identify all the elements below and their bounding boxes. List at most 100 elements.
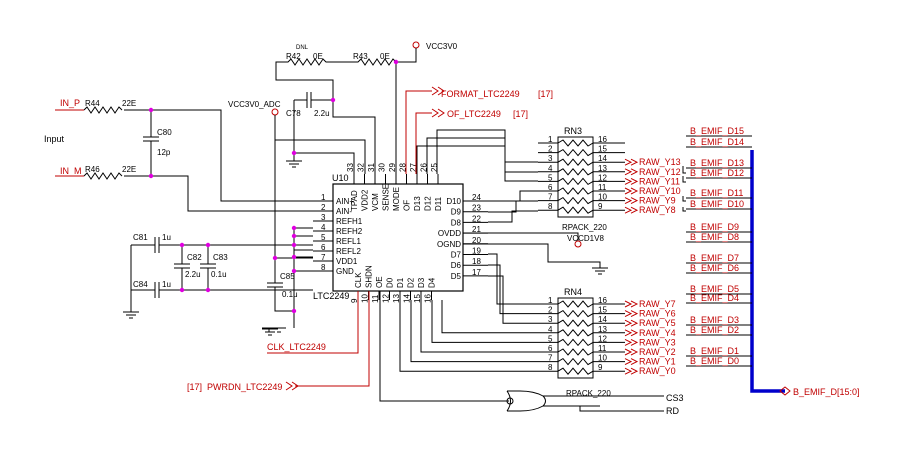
wire-format bbox=[405, 90, 432, 174]
pin-number: 25 bbox=[430, 163, 439, 172]
pin-name: D1 bbox=[396, 277, 405, 288]
pin-number: 6 bbox=[548, 344, 553, 353]
junction-dot bbox=[291, 225, 297, 231]
pin-number: 26 bbox=[420, 163, 429, 172]
pin-name: VDD2 bbox=[361, 189, 370, 211]
pin-number: 13 bbox=[392, 294, 401, 303]
resistor-icon bbox=[557, 357, 594, 366]
pin-number: 6 bbox=[548, 183, 553, 192]
pin-number: 17 bbox=[472, 268, 481, 277]
pin-number: 16 bbox=[424, 294, 433, 303]
pin-name: D7 bbox=[451, 251, 462, 260]
port-arrow-icon bbox=[624, 319, 639, 327]
pin-number: 15 bbox=[598, 306, 607, 315]
wire bbox=[488, 200, 538, 213]
port-arrow-icon bbox=[624, 338, 639, 346]
net-cs3: CS3 bbox=[666, 393, 684, 403]
pin-number: 16 bbox=[598, 135, 607, 144]
pin-name: D13 bbox=[413, 196, 422, 211]
rn3-ref: RN3 bbox=[564, 126, 582, 136]
wire bbox=[416, 145, 538, 182]
pin-number: 14 bbox=[403, 294, 412, 303]
pin-number: 5 bbox=[548, 334, 553, 343]
c84-value: 1u bbox=[162, 280, 171, 289]
wire bbox=[488, 275, 538, 324]
ground-icon bbox=[463, 243, 608, 275]
wire-ain-minus bbox=[124, 175, 313, 212]
junction-dot bbox=[205, 242, 211, 248]
pin-name: REFL1 bbox=[336, 237, 361, 246]
c78-value: 2.2u bbox=[314, 109, 330, 118]
net-raw: RAW_Y2 bbox=[639, 347, 676, 357]
wire bbox=[488, 253, 538, 305]
r46-value: 22E bbox=[122, 165, 136, 174]
pin-number: 1 bbox=[548, 296, 553, 305]
pin-name: D4 bbox=[428, 277, 437, 288]
wire-ovdd bbox=[463, 232, 579, 241]
c80-ref: C80 bbox=[157, 128, 172, 137]
resistor-icon bbox=[557, 158, 594, 166]
ground-icon bbox=[123, 245, 139, 319]
port-arrow-icon bbox=[624, 300, 639, 308]
pin-name: AIN- bbox=[336, 207, 352, 216]
wire bbox=[426, 137, 538, 174]
junction-dot bbox=[179, 287, 185, 293]
pin-name: D2 bbox=[407, 277, 416, 288]
net-raw: RAW_Y11 bbox=[639, 176, 680, 186]
port-arrow-icon bbox=[624, 358, 639, 366]
junction-dot bbox=[330, 97, 336, 103]
pin-number: 33 bbox=[346, 163, 355, 172]
pin-name: OE bbox=[375, 276, 384, 288]
pin-number: 10 bbox=[598, 193, 607, 202]
port-arrow-icon bbox=[624, 206, 639, 214]
vcc3v0-port bbox=[412, 41, 420, 49]
wire-vdd bbox=[274, 115, 366, 283]
net-emif: B_EMIF_D4 bbox=[690, 293, 739, 303]
net-raw: RAW_Y4 bbox=[639, 328, 676, 338]
emif-bus bbox=[750, 150, 785, 393]
net-raw: RAW_Y1 bbox=[639, 357, 676, 367]
c83-value: 0.1u bbox=[211, 270, 227, 279]
or-gate-icon bbox=[506, 390, 600, 412]
c83-capacitor bbox=[200, 245, 216, 290]
junction-dot bbox=[148, 173, 154, 179]
pin-name: TPAD bbox=[350, 190, 359, 211]
pin-number: 18 bbox=[472, 257, 481, 266]
wire-refl bbox=[293, 245, 313, 251]
pin-number: 11 bbox=[598, 183, 607, 192]
pin-number: 9 bbox=[598, 363, 603, 372]
pin-name: REFL2 bbox=[336, 247, 361, 256]
pin-number: 4 bbox=[548, 325, 553, 334]
pin-number: 12 bbox=[598, 334, 607, 343]
r44-resistor bbox=[83, 106, 123, 114]
pin-name: REFH1 bbox=[336, 217, 363, 226]
pin-number: 8 bbox=[321, 263, 326, 272]
pin-number: 23 bbox=[472, 204, 481, 213]
net-format: FORMAT_LTC2249 bbox=[441, 89, 520, 99]
pin-name: D3 bbox=[417, 277, 426, 288]
pin-name: D5 bbox=[451, 272, 462, 281]
pin-name: MODE bbox=[392, 187, 401, 211]
net-emif: B_EMIF_D0 bbox=[690, 356, 739, 366]
net-raw: RAW_Y3 bbox=[639, 337, 676, 347]
wire-of bbox=[415, 112, 432, 174]
pin-name: OVDD bbox=[438, 229, 461, 238]
net-raw: RAW_Y13 bbox=[639, 157, 681, 167]
pin-number: 11 bbox=[598, 344, 607, 353]
pin-number: 20 bbox=[472, 236, 481, 245]
pin-number: 24 bbox=[472, 193, 481, 202]
c85-capacitor bbox=[267, 282, 294, 312]
ground-icon bbox=[262, 328, 278, 336]
pin-number: 31 bbox=[367, 163, 376, 172]
junction-dot bbox=[291, 242, 297, 248]
emif-labels: B_EMIF_D15B_EMIF_D14B_EMIF_D13B_EMIF_D12… bbox=[682, 126, 752, 367]
pin-number: 21 bbox=[472, 225, 481, 234]
net-emif: B_EMIF_D2 bbox=[690, 325, 739, 335]
net-emif: B_EMIF_D6 bbox=[690, 263, 739, 273]
pin-number: 32 bbox=[357, 163, 366, 172]
net-raw: RAW_Y5 bbox=[639, 318, 676, 328]
resistor-icon bbox=[557, 148, 594, 157]
pin-number: 19 bbox=[472, 247, 481, 256]
